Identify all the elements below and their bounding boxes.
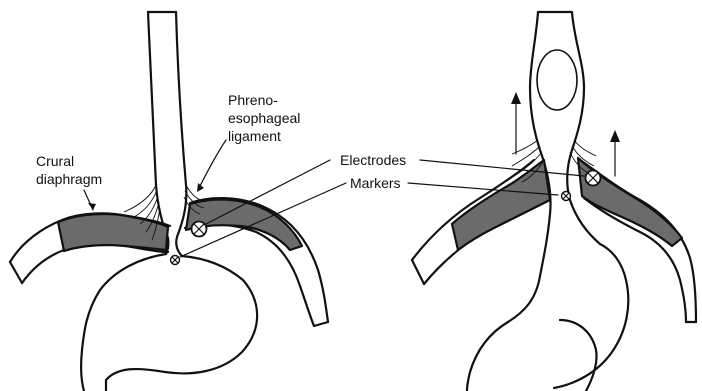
- left-diaphragm-left-cap: [10, 262, 22, 283]
- label-electrodes: Electrodes: [340, 152, 406, 168]
- right-marker-icon: [562, 192, 571, 201]
- right-esophagus-right-wall: [567, 12, 600, 244]
- label-phreno-line-2: esophageal: [228, 110, 300, 126]
- label-phreno-line-1: Phreno-: [228, 92, 278, 108]
- label-crural-line-1: Crural: [36, 153, 74, 169]
- right-anatomy: [412, 12, 696, 391]
- right-stomach-lower: [467, 322, 508, 391]
- right-electrode-icon: [586, 171, 601, 186]
- left-stomach-outline: [106, 256, 257, 391]
- right-crural-muscle-left: [452, 160, 550, 250]
- left-electrode-icon: [192, 222, 207, 237]
- label-markers: Markers: [350, 175, 401, 191]
- right-stomach-upper: [554, 244, 628, 388]
- left-marker-icon: [171, 256, 180, 265]
- left-anatomy: [10, 12, 328, 391]
- left-diaphragm-left-inner: [22, 244, 168, 283]
- label-phreno-line-3: ligament: [228, 128, 281, 144]
- label-crural-line-2: diaphragm: [36, 171, 102, 187]
- left-diaphragm-right-cap: [314, 322, 328, 326]
- upward-arrow-right: [610, 130, 620, 176]
- bolus-oval: [537, 50, 577, 110]
- right-diaphragm-left-cap: [412, 260, 424, 284]
- upward-arrow-left: [511, 92, 521, 154]
- left-esophagus-right-wall: [176, 12, 186, 256]
- phreno-leader-line: [198, 140, 226, 190]
